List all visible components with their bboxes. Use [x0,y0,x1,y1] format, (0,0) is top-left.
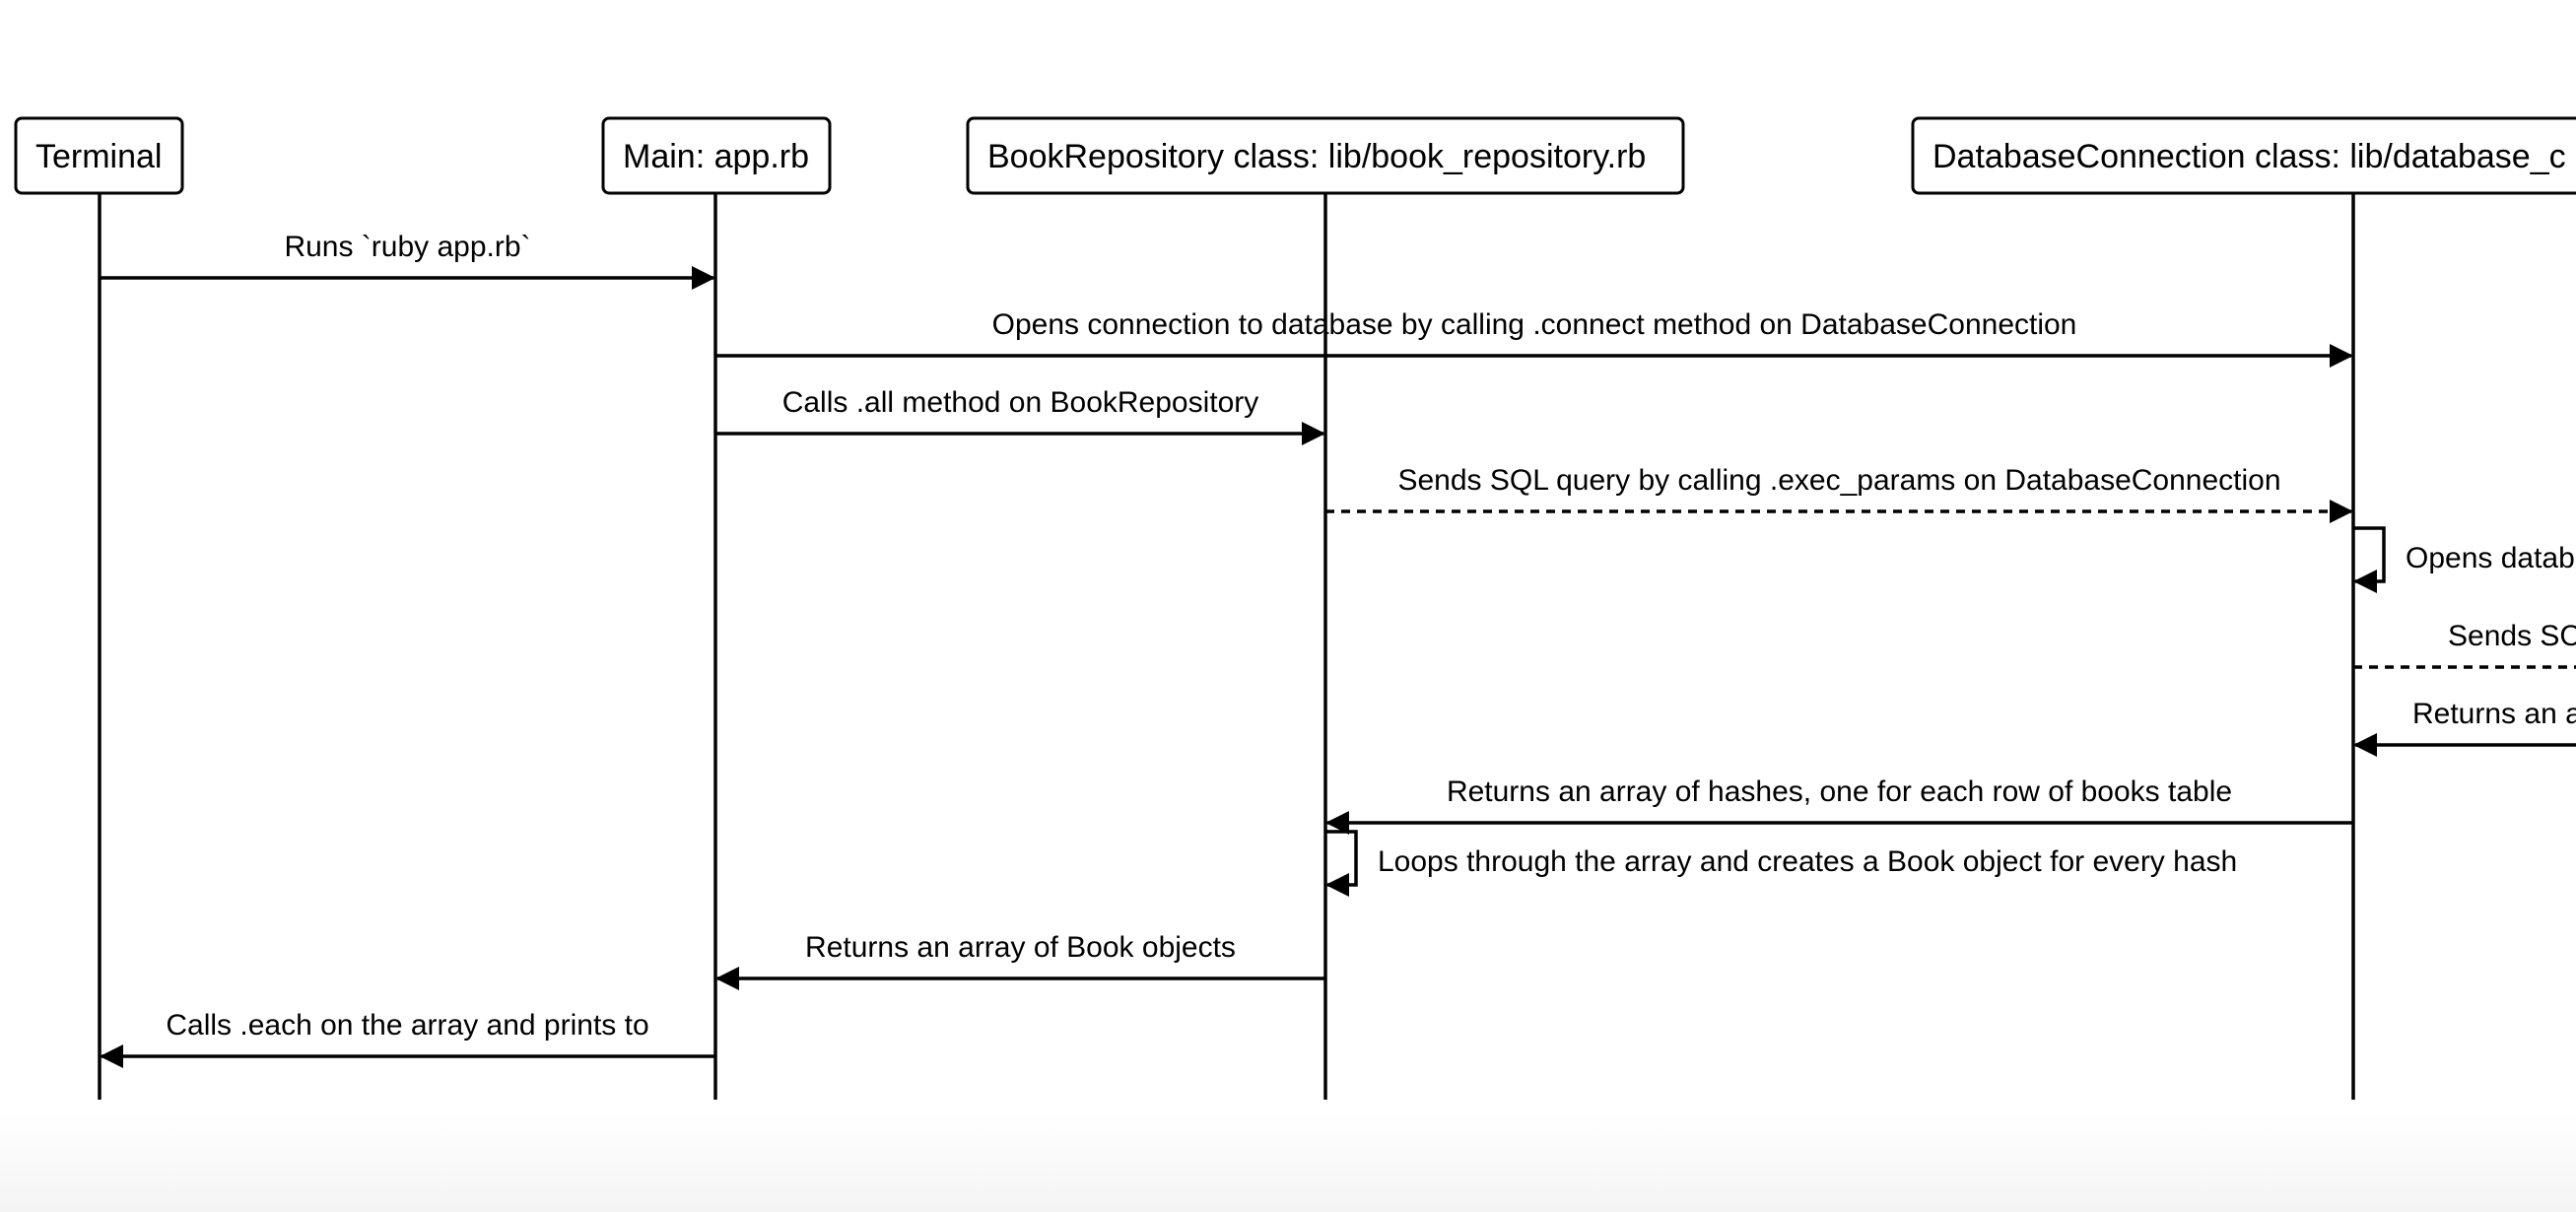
self-message-arrow [1325,830,1358,897]
lifelines [98,193,2355,1100]
message-9: Loops through the array and creates a Bo… [1325,830,2237,897]
message-6: Sends SC [2353,620,2576,669]
participant-label-repo: BookRepository class: lib/book_repositor… [987,138,1646,175]
message-label: Returns an array of hashes, one for each… [1447,775,2232,808]
message-11: Calls .each on the array and prints to [100,1009,715,1068]
message-label: Returns an a [2412,698,2576,730]
message-label: Sends SC [2448,620,2576,652]
message-2: Opens connection to database by calling … [715,308,2353,368]
message-label: Opens connection to database by calling … [992,308,2077,341]
message-label: Calls .all method on BookRepository [782,386,1259,419]
message-label: Calls .each on the array and prints to [166,1009,648,1042]
participant-box-db [1911,116,2576,195]
message-label: Returns an array of Book objects [805,931,1236,964]
self-message-arrow [2353,526,2386,593]
message-label: Runs `ruby app.rb` [284,231,530,263]
message-8: Returns an array of hashes, one for each… [1325,775,2353,835]
message-4: Sends SQL query by calling .exec_params … [1325,464,2353,523]
message-7: Returns an a [2353,698,2576,757]
participant-label-main: Main: app.rb [623,138,809,175]
message-10: Returns an array of Book objects [715,931,1325,990]
participant-label-terminal: Terminal [35,138,162,175]
message-3: Calls .all method on BookRepository [715,386,1325,445]
message-5: Opens datab [2353,526,2575,593]
message-label: Loops through the array and creates a Bo… [1378,845,2237,878]
participant-label-db: DatabaseConnection class: lib/database_c [1932,138,2566,175]
message-label: Opens datab [2406,542,2575,574]
participants: Terminal Main: app.rb BookRepository class… [14,116,2576,195]
message-label: Sends SQL query by calling .exec_params … [1397,464,2280,497]
participant-box-main [601,116,832,195]
messages: Runs `ruby app.rb` Opens connection to da… [100,231,2576,1068]
participant-box-terminal [14,116,184,195]
message-1: Runs `ruby app.rb` [100,231,715,290]
participant-box-repo [966,116,1685,195]
